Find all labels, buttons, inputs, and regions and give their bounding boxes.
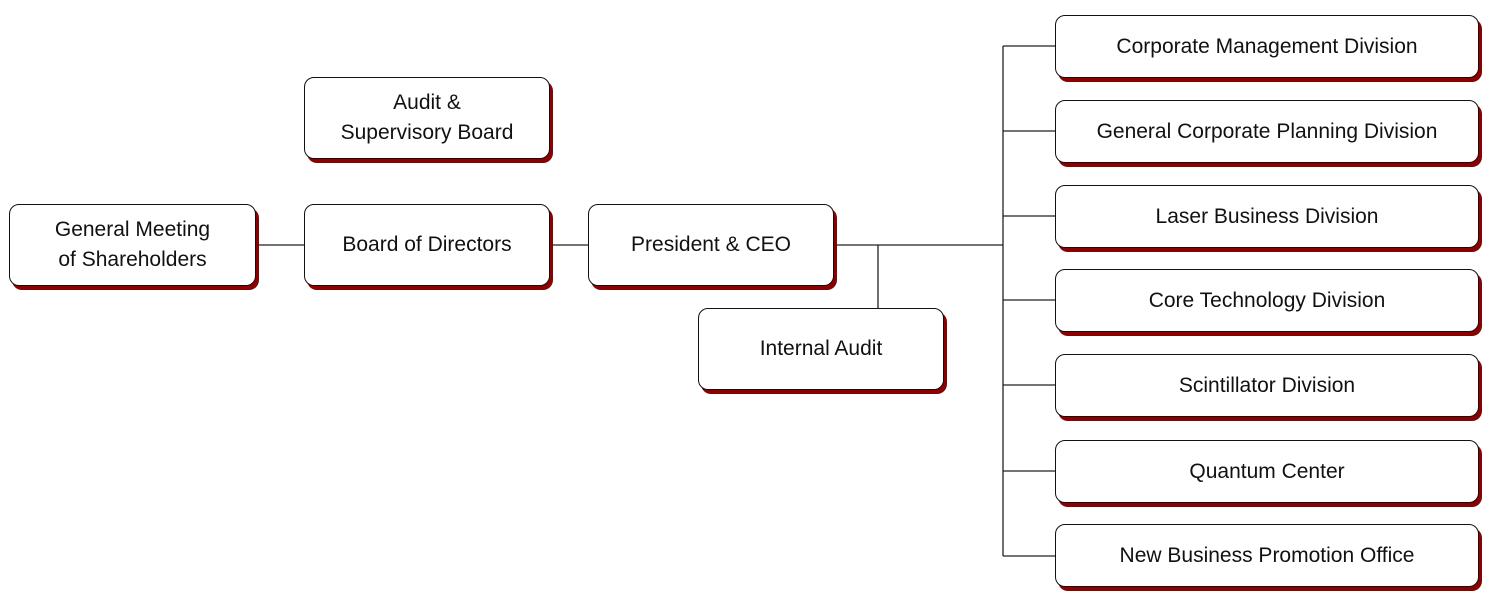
audit-supervisory-board-box: Audit & Supervisory Board: [304, 77, 550, 159]
division-box-quantum-center: Quantum Center: [1055, 440, 1479, 503]
division-box-corporate-management: Corporate Management Division: [1055, 15, 1479, 78]
president-ceo-label: President & CEO: [631, 233, 791, 256]
division-label: General Corporate Planning Division: [1096, 119, 1438, 143]
shareholders-meeting-box: General Meeting of Shareholders: [9, 204, 256, 286]
division-box-scintillator: Scintillator Division: [1055, 354, 1479, 417]
division-label: Corporate Management Division: [1116, 34, 1418, 58]
internal-audit-label: Internal Audit: [759, 337, 883, 360]
division-label: Core Technology Division: [1148, 288, 1386, 312]
division-box-core-technology: Core Technology Division: [1055, 269, 1479, 332]
division-label: Scintillator Division: [1178, 373, 1356, 397]
division-box-laser-business: Laser Business Division: [1055, 185, 1479, 248]
audit-supervisory-board-label: Audit & Supervisory Board: [340, 91, 514, 144]
division-label: Laser Business Division: [1155, 204, 1379, 228]
division-box-general-corporate-planning: General Corporate Planning Division: [1055, 100, 1479, 163]
division-label: Quantum Center: [1189, 459, 1345, 483]
shareholders-meeting-label: General Meeting of Shareholders: [54, 218, 211, 271]
president-ceo-box: President & CEO: [588, 204, 834, 286]
board-of-directors-label: Board of Directors: [342, 233, 512, 256]
division-label: New Business Promotion Office: [1119, 543, 1415, 567]
division-box-new-business-promotion: New Business Promotion Office: [1055, 524, 1479, 587]
board-of-directors-box: Board of Directors: [304, 204, 550, 286]
internal-audit-box: Internal Audit: [698, 308, 944, 390]
